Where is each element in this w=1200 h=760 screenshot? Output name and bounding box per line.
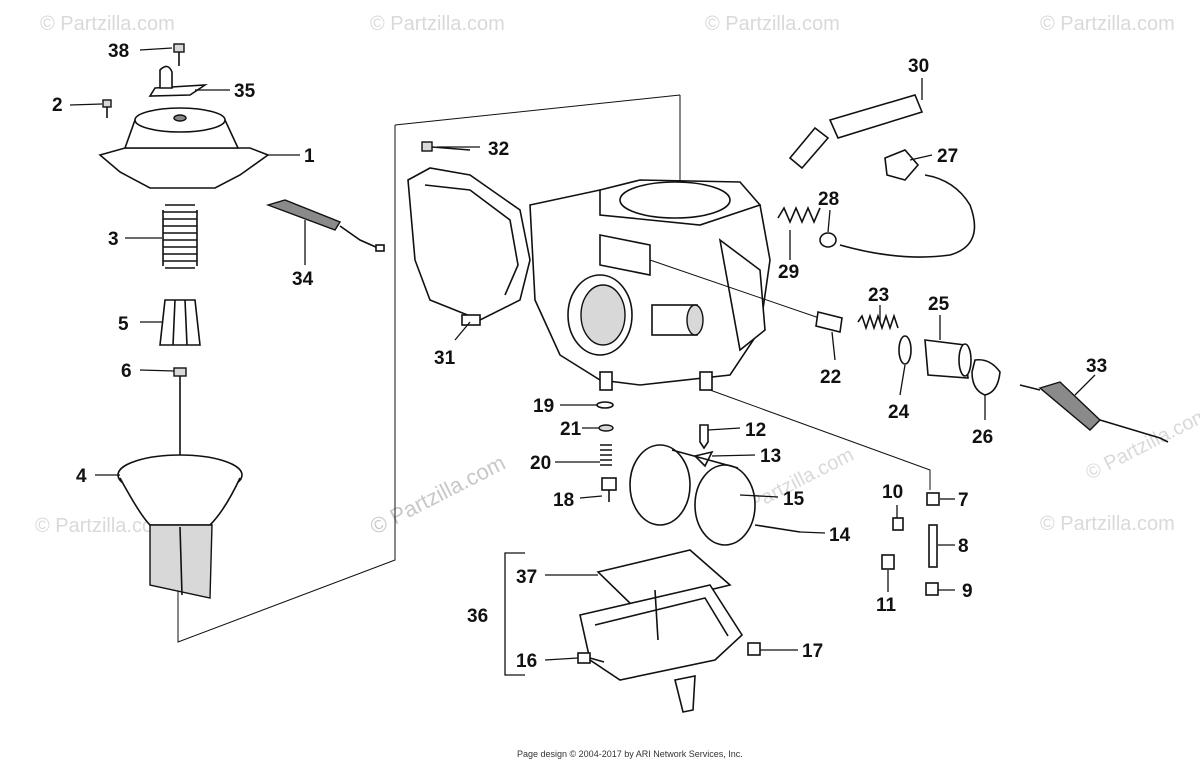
bowl-screws-16-17 (577, 642, 761, 664)
screw-18 (601, 477, 617, 502)
part-label-15[interactable]: 15 (783, 489, 805, 510)
hose-30 (788, 94, 924, 170)
part-label-14[interactable]: 14 (829, 525, 851, 546)
throttle-axis-line (649, 259, 826, 321)
part-labels: 1 2 3 4 5 6 7 8 9 10 11 12 13 14 15 16 1… (52, 41, 1107, 672)
diaphragm-cover (98, 107, 270, 189)
diaphragm-piston-4 (117, 454, 243, 599)
pin-14 (754, 524, 801, 533)
cable-34 (265, 199, 385, 252)
part-label-9[interactable]: 9 (962, 581, 973, 602)
jets-7-11 (881, 492, 940, 596)
part-label-16[interactable]: 16 (516, 651, 537, 672)
copyright-footer: Page design © 2004-2017 by ARI Network S… (517, 749, 743, 759)
part-label-29[interactable]: 29 (778, 262, 799, 283)
watermark-top-1: © Partzilla.com (370, 13, 505, 35)
part-label-23[interactable]: 23 (868, 285, 889, 306)
part-label-24[interactable]: 24 (888, 402, 910, 423)
watermark-top-2: © Partzilla.com (705, 13, 840, 35)
assembly-guide-lines (177, 94, 931, 643)
watermark-right-2: © Partzilla.com (1082, 404, 1200, 485)
part-label-3[interactable]: 3 (108, 229, 119, 250)
part-label-37[interactable]: 37 (516, 567, 537, 588)
part-label-17[interactable]: 17 (802, 641, 823, 662)
part-label-33[interactable]: 33 (1086, 356, 1107, 377)
part-label-31[interactable]: 31 (434, 348, 456, 369)
screw-assembly-22-26 (815, 311, 1001, 396)
bracket (148, 43, 208, 97)
float-15 (629, 444, 756, 546)
part-label-32[interactable]: 32 (488, 139, 509, 160)
part-label-22[interactable]: 22 (820, 367, 841, 388)
part-label-18[interactable]: 18 (553, 490, 574, 511)
watermark-center: © Partzilla.com (366, 450, 509, 540)
jets-19-20-21 (596, 401, 614, 466)
leader-lines (69, 47, 1096, 661)
part-label-6[interactable]: 6 (121, 361, 132, 382)
part-label-26[interactable]: 26 (972, 427, 993, 448)
part-label-36[interactable]: 36 (467, 606, 488, 627)
watermark-right: © Partzilla.com (1040, 513, 1175, 535)
side-cover-31 (407, 167, 531, 326)
cable-27-28-29 (777, 149, 976, 258)
watermark-top-left: © Partzilla.com (40, 13, 175, 35)
float-bowl-36-37 (579, 549, 744, 713)
part-label-19[interactable]: 19 (533, 396, 554, 417)
part-label-5[interactable]: 5 (118, 314, 129, 335)
part-label-10[interactable]: 10 (882, 482, 903, 503)
part-label-21[interactable]: 21 (560, 419, 582, 440)
needle-holder-5 (159, 299, 201, 346)
part-label-7[interactable]: 7 (958, 490, 969, 511)
part-label-35[interactable]: 35 (234, 81, 256, 102)
screw-2 (102, 99, 112, 118)
part-label-1[interactable]: 1 (304, 146, 315, 167)
watermark-top-right: © Partzilla.com (1040, 13, 1175, 35)
part-label-8[interactable]: 8 (958, 536, 969, 557)
part-label-27[interactable]: 27 (937, 146, 958, 167)
part-label-2[interactable]: 2 (52, 95, 63, 116)
part-label-20[interactable]: 20 (530, 453, 551, 474)
watermark-left: © Partzilla.com (35, 515, 170, 537)
part-label-11[interactable]: 11 (876, 595, 897, 616)
carburetor-body (529, 179, 771, 391)
spring-3 (162, 204, 198, 269)
part-label-30[interactable]: 30 (908, 56, 929, 77)
part-label-28[interactable]: 28 (818, 189, 839, 210)
part-label-34[interactable]: 34 (292, 269, 314, 290)
choke-cable-33 (1019, 381, 1169, 443)
part-label-25[interactable]: 25 (928, 294, 950, 315)
part-label-13[interactable]: 13 (760, 446, 781, 467)
part-label-38[interactable]: 38 (108, 41, 129, 62)
part-label-4[interactable]: 4 (76, 466, 87, 487)
group-bracket-36 (504, 552, 525, 676)
part-label-12[interactable]: 12 (745, 420, 766, 441)
